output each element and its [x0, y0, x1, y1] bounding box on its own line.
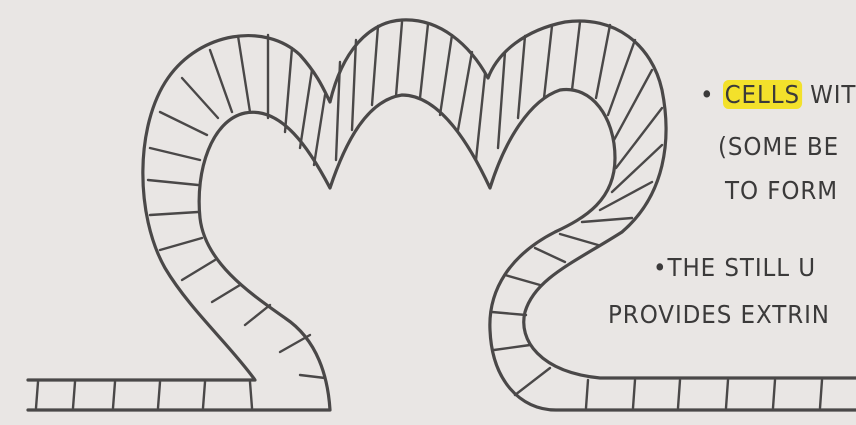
note-line-1: • CELLS WIT	[700, 80, 856, 109]
note-line-3: TO FORM	[725, 176, 838, 205]
note-line-5: PROVIDES EXTRIN	[608, 300, 830, 329]
highlighted-word-cells: CELLS	[723, 80, 802, 109]
note-line-1-rest: WIT	[802, 80, 856, 109]
note-bullet: •	[700, 80, 714, 109]
note-line-4: •THE STILL U	[653, 253, 816, 282]
note-line-2: (SOME BE	[718, 132, 839, 161]
